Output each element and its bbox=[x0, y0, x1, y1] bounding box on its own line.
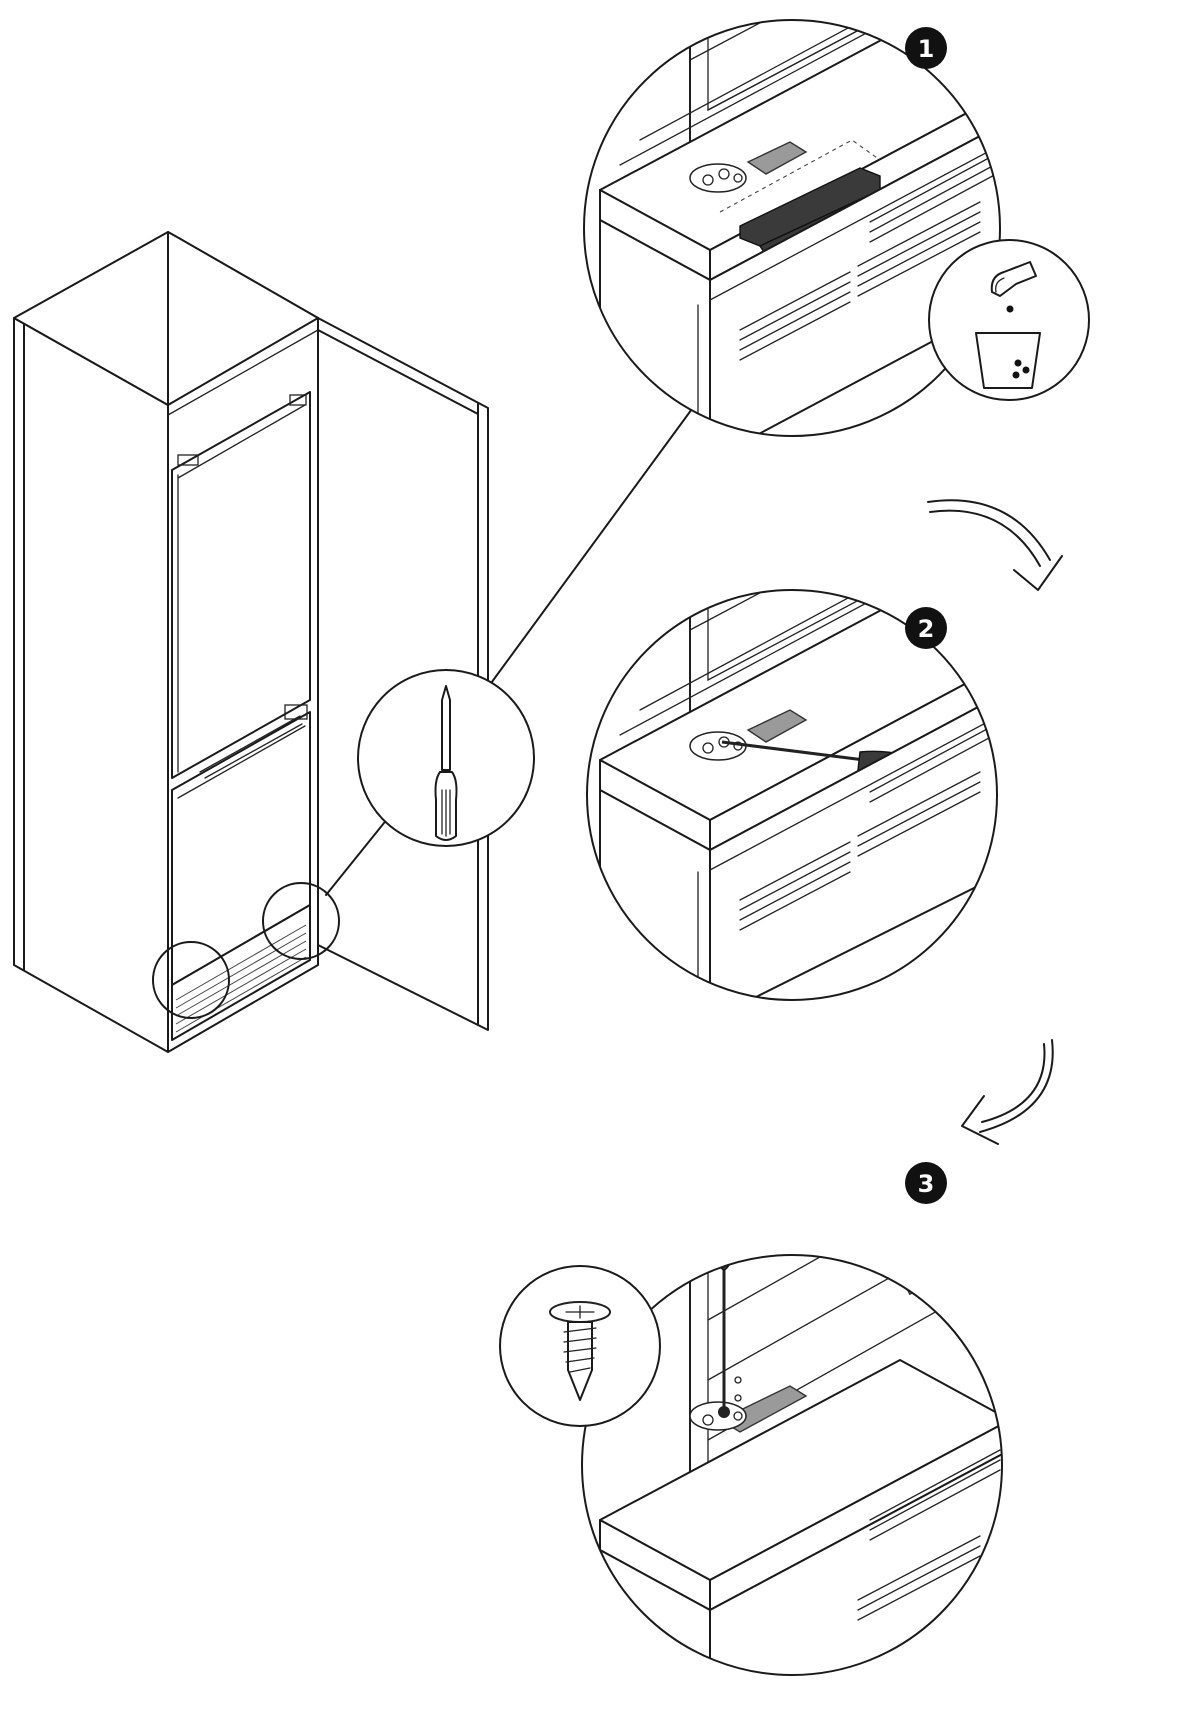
fridge-upper-door bbox=[171, 391, 311, 779]
step-3-number: 3 bbox=[918, 1170, 935, 1198]
cabinet-hinge-fittings bbox=[177, 394, 308, 779]
screw-icon bbox=[499, 1265, 661, 1427]
curved-arrow-icon bbox=[961, 1039, 1054, 1145]
callout-circle-left-foot bbox=[152, 941, 230, 1019]
vent-slots bbox=[739, 151, 1000, 361]
curved-arrow-icon bbox=[927, 499, 1063, 591]
step-2-detail: 2 bbox=[586, 589, 998, 1001]
cabinet-with-fridge bbox=[13, 231, 489, 1053]
step-2-number: 2 bbox=[918, 615, 935, 643]
screwdriver-icon bbox=[434, 685, 458, 841]
step-3-badge: 3 bbox=[905, 1162, 947, 1204]
step-3-detail: 3 bbox=[499, 1162, 1003, 1676]
tool-callout bbox=[357, 669, 535, 847]
leader-line-to-foot bbox=[325, 817, 389, 896]
dispose-in-bin-icon bbox=[928, 239, 1090, 401]
step-1-badge: 1 bbox=[905, 27, 947, 69]
step-2-badge: 2 bbox=[905, 607, 947, 649]
callout-circle-right-foot bbox=[262, 882, 340, 960]
leader-line-to-step-1 bbox=[485, 397, 701, 691]
step-1-detail: 1 bbox=[583, 19, 1090, 437]
step-1-number: 1 bbox=[918, 35, 935, 63]
cabinet-left-panel bbox=[13, 317, 169, 1053]
